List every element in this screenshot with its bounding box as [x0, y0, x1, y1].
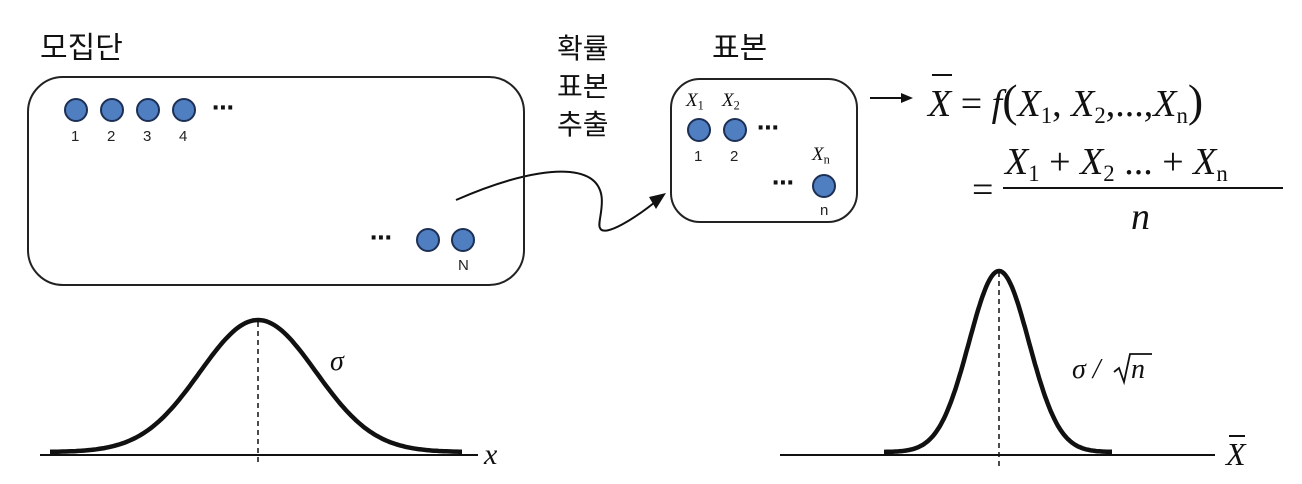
- formula-denominator: n: [1131, 196, 1150, 238]
- population-index-3: 3: [143, 128, 152, 145]
- sample-title: 표본: [712, 31, 768, 66]
- formula-f: f: [991, 83, 1003, 125]
- population-unit-2: [100, 98, 124, 122]
- sample-index-n: n: [820, 202, 829, 219]
- sample-box: [670, 78, 858, 223]
- formula-eq: =: [960, 83, 983, 125]
- sample-index-2: 2: [730, 148, 739, 165]
- population-sigma-label: σ: [330, 346, 344, 377]
- sample-ellipsis-bottom: ⋯: [772, 171, 795, 196]
- population-axis-label: x: [484, 438, 498, 471]
- population-curve: [50, 317, 462, 455]
- population-ellipsis-bottom: ⋯: [370, 226, 393, 251]
- population-unit-n: [451, 228, 475, 252]
- sample-unit-2: [723, 118, 747, 142]
- formula-line-1: X = f(X1, X2,...,Xn): [928, 75, 1204, 128]
- sample-ellipsis-top: ⋯: [757, 116, 780, 141]
- population-box: [27, 76, 525, 286]
- population-unit-n-minus-1: [416, 228, 440, 252]
- sample-curve: [884, 268, 1112, 455]
- sample-var-2: X2: [722, 90, 740, 113]
- sample-unit-n: [812, 174, 836, 198]
- formula-eq-2: =: [972, 169, 994, 211]
- sample-sqrt-n: n: [1131, 354, 1145, 385]
- population-unit-4: [172, 98, 196, 122]
- sample-sigma-label: σ /: [1072, 354, 1101, 385]
- sqrt-sign: [1113, 353, 1152, 386]
- population-unit-3: [136, 98, 160, 122]
- population-index-n: N: [458, 257, 469, 274]
- sampling-label: 확률 표본 추출: [557, 30, 627, 144]
- sample-axis-label: X: [1226, 436, 1246, 472]
- formula-arrow-head: [901, 93, 913, 103]
- sample-index-1: 1: [694, 148, 703, 165]
- sampling-label-line-1: 확률: [557, 32, 609, 65]
- sampling-arrow: [455, 170, 661, 232]
- population-index-4: 4: [179, 128, 188, 145]
- population-ellipsis-top: ⋯: [212, 96, 235, 121]
- formula-lhs: X: [928, 83, 952, 125]
- sampling-label-line-2: 표본: [557, 70, 609, 103]
- population-index-1: 1: [71, 128, 80, 145]
- population-unit-1: [64, 98, 88, 122]
- sample-var-n: Xn: [812, 144, 830, 167]
- sampling-label-line-3: 추출: [557, 108, 609, 141]
- population-index-2: 2: [107, 128, 116, 145]
- sample-unit-1: [687, 118, 711, 142]
- sample-var-1: X1: [686, 90, 704, 113]
- population-title: 모집단: [40, 31, 123, 66]
- formula-numerator: X1 + X2 ... + Xn: [1005, 141, 1228, 186]
- sampling-arrow-head: [649, 193, 666, 209]
